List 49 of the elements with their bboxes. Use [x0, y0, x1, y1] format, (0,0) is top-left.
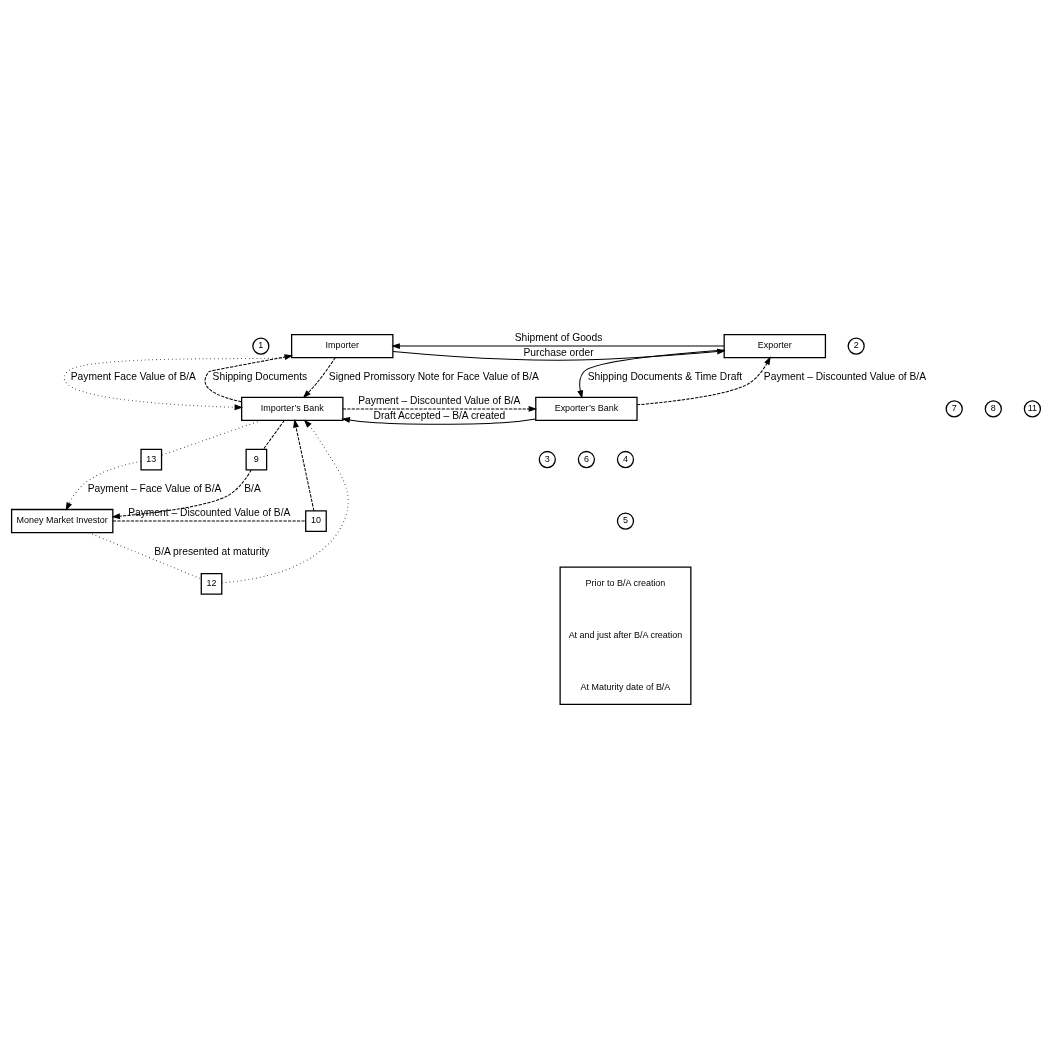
node-box: Exporter’s Bank	[535, 396, 638, 421]
node-box: Importer	[291, 333, 394, 358]
edge-label: Shipping Documents	[212, 370, 308, 382]
arrow	[65, 460, 142, 511]
legend-label: At Maturity date of B/A	[580, 681, 671, 692]
edge-label: Draft Accepted – B/A created	[373, 409, 506, 421]
arrow	[342, 405, 538, 412]
arrow	[63, 355, 293, 410]
legend-label: Prior to B/A creation	[585, 577, 666, 588]
edge-label: Payment – Face Value of B/A	[87, 482, 222, 494]
edge-label: B/A	[244, 482, 261, 494]
node-box	[559, 566, 692, 705]
node-box: 10	[305, 509, 327, 532]
node-box: 13	[140, 448, 163, 470]
arrow	[341, 416, 537, 425]
arrow	[111, 468, 252, 519]
node-circle: 5	[616, 511, 635, 530]
connector	[88, 531, 202, 579]
edge-label: Payment – Discounted Value of B/A	[763, 370, 927, 382]
node-box: Importer’s Bank	[241, 396, 344, 421]
node-circle: 6	[577, 450, 596, 468]
edge-label: B/A presented at maturity	[154, 545, 270, 557]
edge-label: Signed Promissory Note for Face Value of B/A	[328, 370, 539, 382]
arrow	[221, 418, 349, 583]
edge-label: Payment Face Value of B/A	[70, 370, 196, 382]
node-circle: 8	[984, 399, 1002, 418]
node-box: Exporter	[723, 333, 827, 358]
connector	[112, 520, 307, 522]
node-box: 9	[245, 448, 268, 470]
arrow	[293, 418, 315, 511]
node-circle: 7	[945, 399, 963, 418]
arrow	[302, 356, 336, 398]
edge-label: Payment – Discounted Value of B/A	[358, 394, 521, 406]
node-circle: 2	[847, 336, 865, 355]
edge-label: Shipment of Goods	[514, 331, 603, 343]
connector	[161, 419, 262, 456]
legend-label: At and just after B/A creation	[568, 629, 683, 640]
connector	[262, 419, 285, 450]
node-circle: 3	[538, 450, 556, 468]
node-circle: 11	[1023, 399, 1042, 418]
edge-label: Shipping Documents & Time Draft	[587, 370, 743, 382]
node-circle: 4	[616, 450, 635, 468]
node-box: 12	[200, 572, 223, 595]
arrow	[391, 342, 725, 349]
arrow	[636, 355, 771, 405]
arrow	[204, 353, 293, 402]
edge-label: Purchase order	[523, 346, 594, 358]
node-box: Money Market Investor	[10, 508, 114, 533]
node-circle: 1	[252, 336, 270, 355]
